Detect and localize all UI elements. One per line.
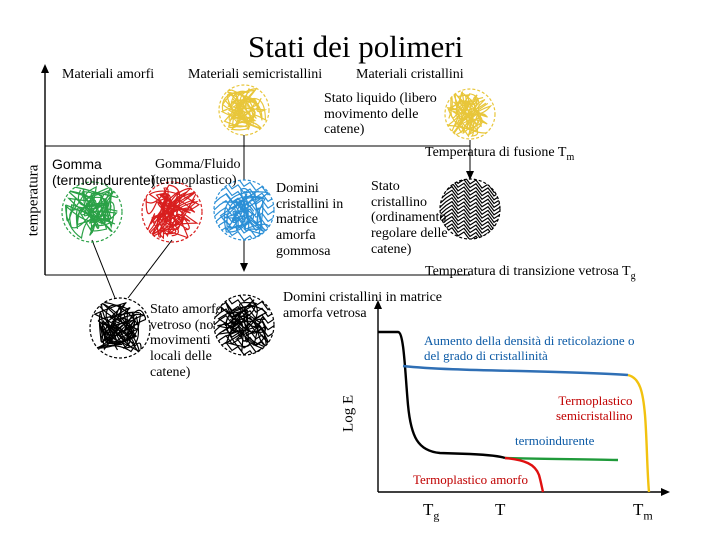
curve-green [504, 456, 619, 462]
label-gomma: Gomma (termoindurente) [52, 156, 156, 188]
x-tm-text: T [633, 500, 644, 519]
transizione-subscript: g [630, 270, 636, 282]
ball-gomma-fluido [141, 181, 203, 243]
label-temperatura-fusione: Temperatura di fusione Tm [425, 145, 574, 163]
label-aumento-densita: Aumento della densità di reticolazione o… [424, 333, 635, 363]
label-amorfo-vetroso: Stato amorfo vetroso (no movimenti local… [150, 302, 223, 380]
curve-yellow [627, 373, 651, 493]
column-amorfi: Materiali amorfi [62, 67, 155, 82]
curve-red [504, 456, 545, 493]
curve-black-transition [378, 330, 506, 460]
fusione-subscript: m [566, 151, 575, 163]
x-tm-subscript: m [643, 508, 653, 523]
label-domini-gommosa: Domini cristallini in matrice amorfa gom… [276, 181, 344, 259]
label-termoplastico-semicristallino: Termoplastico semicristallino [556, 393, 633, 423]
connector-gomma-vetroso [91, 239, 116, 299]
label-gomma-fluido: Gomma/Fluido (termoplastico) [151, 157, 241, 188]
label-termoindurente: termoindurente [515, 433, 595, 448]
ball-domini-vetrosa [213, 294, 275, 356]
label-stato-liquido: Stato liquido (libero movimento delle ca… [324, 91, 437, 138]
page-title: Stati dei polimeri [248, 29, 464, 64]
ball-cristallino [439, 178, 501, 240]
column-semicristallini: Materiali semicristallini [188, 67, 323, 82]
x-tg-text: T [423, 500, 434, 519]
connector-fluido-vetroso [127, 239, 173, 299]
x-label-tm: Tm [633, 500, 653, 523]
label-domini-vetrosa: Domini cristallini in matrice amorfa vet… [283, 290, 443, 321]
label-termoplastico-amorfo: Termoplastico amorfo [413, 472, 528, 487]
ball-semi-liquid [218, 84, 270, 136]
graph-y-label: Log E [340, 394, 357, 432]
label-stato-cristallino: Stato cristallino (ordinamento regolare … [371, 179, 448, 257]
transizione-text: Temperatura di transizione vetrosa T [425, 264, 631, 279]
label-transizione-vetrosa: Temperatura di transizione vetrosa Tg [425, 264, 636, 282]
temperature-axis-label: temperatura [25, 164, 42, 237]
x-tg-subscript: g [433, 508, 440, 523]
ball-gomma [61, 181, 123, 243]
x-label-t: T [495, 500, 506, 519]
fusione-text: Temperatura di fusione T [425, 145, 567, 160]
curve-blue [402, 364, 629, 377]
column-cristallini: Materiali cristallini [356, 67, 464, 82]
ball-cryst-liquid [444, 88, 496, 140]
x-label-tg: Tg [423, 500, 439, 523]
ball-amorfo-vetroso [89, 297, 151, 359]
